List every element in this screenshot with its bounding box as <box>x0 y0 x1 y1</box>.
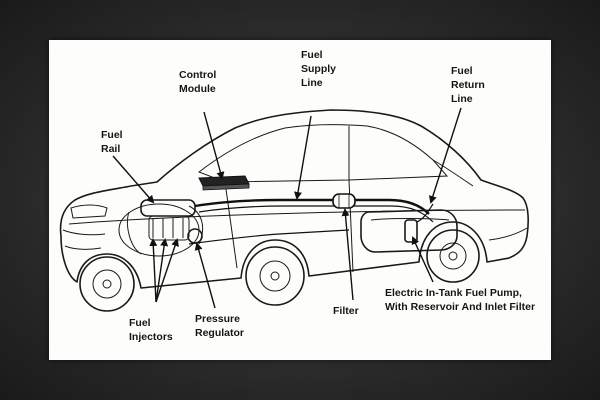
front-bumper <box>62 229 106 250</box>
injector-bodies <box>152 218 184 238</box>
diagram-sheet: Control Module Fuel Supply Line Fuel Ret… <box>49 40 551 360</box>
label-fuel-supply-line: Fuel Supply Line <box>301 49 339 89</box>
leader-injector-1 <box>149 238 158 303</box>
leader-control-module <box>203 111 225 180</box>
return-line-path <box>198 205 434 223</box>
labels: Control Module Fuel Supply Line Fuel Ret… <box>101 49 535 343</box>
engine-block <box>118 203 200 257</box>
middle-wheel <box>245 246 305 306</box>
car-outline <box>59 109 529 289</box>
engine-hoses <box>127 205 204 255</box>
rear-glass <box>432 159 474 187</box>
label-fuel-return-line: Fuel Return Line <box>451 65 488 105</box>
headlamp <box>70 204 108 219</box>
fuel-filter <box>332 193 356 209</box>
leader-fuel-rail <box>112 155 155 204</box>
fuel-pump-shape <box>404 219 418 243</box>
leader-pressure-regulator <box>194 242 216 309</box>
wheels <box>79 229 480 312</box>
intake-manifold <box>148 215 190 241</box>
leader-lines <box>112 107 462 309</box>
leader-supply-line <box>294 115 312 200</box>
label-fuel-pump: Electric In-Tank Fuel Pump, With Reservo… <box>385 287 535 313</box>
front-wheel <box>79 256 135 312</box>
leader-fuel-pump <box>411 236 434 283</box>
leader-injector-3 <box>155 238 179 303</box>
fuel-rail-shape <box>140 199 196 217</box>
label-pressure-regulator: Pressure Regulator <box>195 313 244 339</box>
label-control-module: Control Module <box>179 69 219 95</box>
leader-injector-2 <box>155 238 169 303</box>
rear-wheel <box>426 229 480 283</box>
under-line-path <box>188 229 350 245</box>
rear-bumper <box>488 227 528 241</box>
label-fuel-injectors: Fuel Injectors <box>129 317 173 343</box>
fuel-tank <box>360 203 458 253</box>
label-fuel-rail: Fuel Rail <box>101 129 126 155</box>
door-line-front <box>224 181 238 269</box>
engine-assembly <box>118 199 204 257</box>
leader-return-line <box>429 107 462 204</box>
supply-line-path <box>194 198 430 215</box>
leader-filter <box>341 208 354 301</box>
side-windows <box>197 124 449 183</box>
control-module-box <box>198 175 250 191</box>
body-crease <box>68 209 526 225</box>
fuel-system-diagram: Control Module Fuel Supply Line Fuel Ret… <box>59 49 535 343</box>
fuel-lines <box>188 198 434 245</box>
label-filter: Filter <box>333 305 359 317</box>
